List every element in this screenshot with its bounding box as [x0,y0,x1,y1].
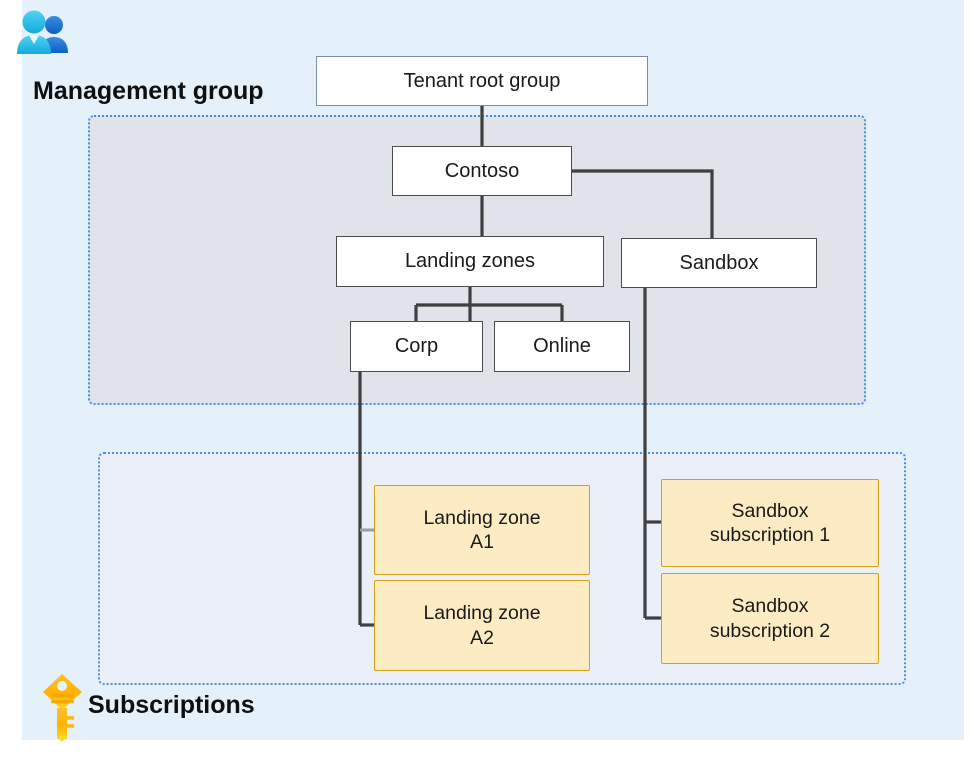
node-landing-zones[interactable]: Landing zones [336,236,604,287]
users-icon [17,10,68,54]
node-sandbox[interactable]: Sandbox [621,238,817,288]
node-sandbox-subscription-2[interactable]: Sandbox subscription 2 [661,573,879,664]
node-corp[interactable]: Corp [350,321,483,372]
legend-management-group-label: Management group [33,77,264,105]
legend-subscriptions-label: Subscriptions [88,691,255,719]
node-sandbox-subscription-1[interactable]: Sandbox subscription 1 [661,479,879,567]
node-tenant-root-group[interactable]: Tenant root group [316,56,648,106]
node-contoso[interactable]: Contoso [392,146,572,196]
node-landing-zone-a2[interactable]: Landing zone A2 [374,580,590,671]
node-landing-zone-a1[interactable]: Landing zone A1 [374,485,590,575]
node-online[interactable]: Online [494,321,630,372]
key-icon [43,674,82,742]
